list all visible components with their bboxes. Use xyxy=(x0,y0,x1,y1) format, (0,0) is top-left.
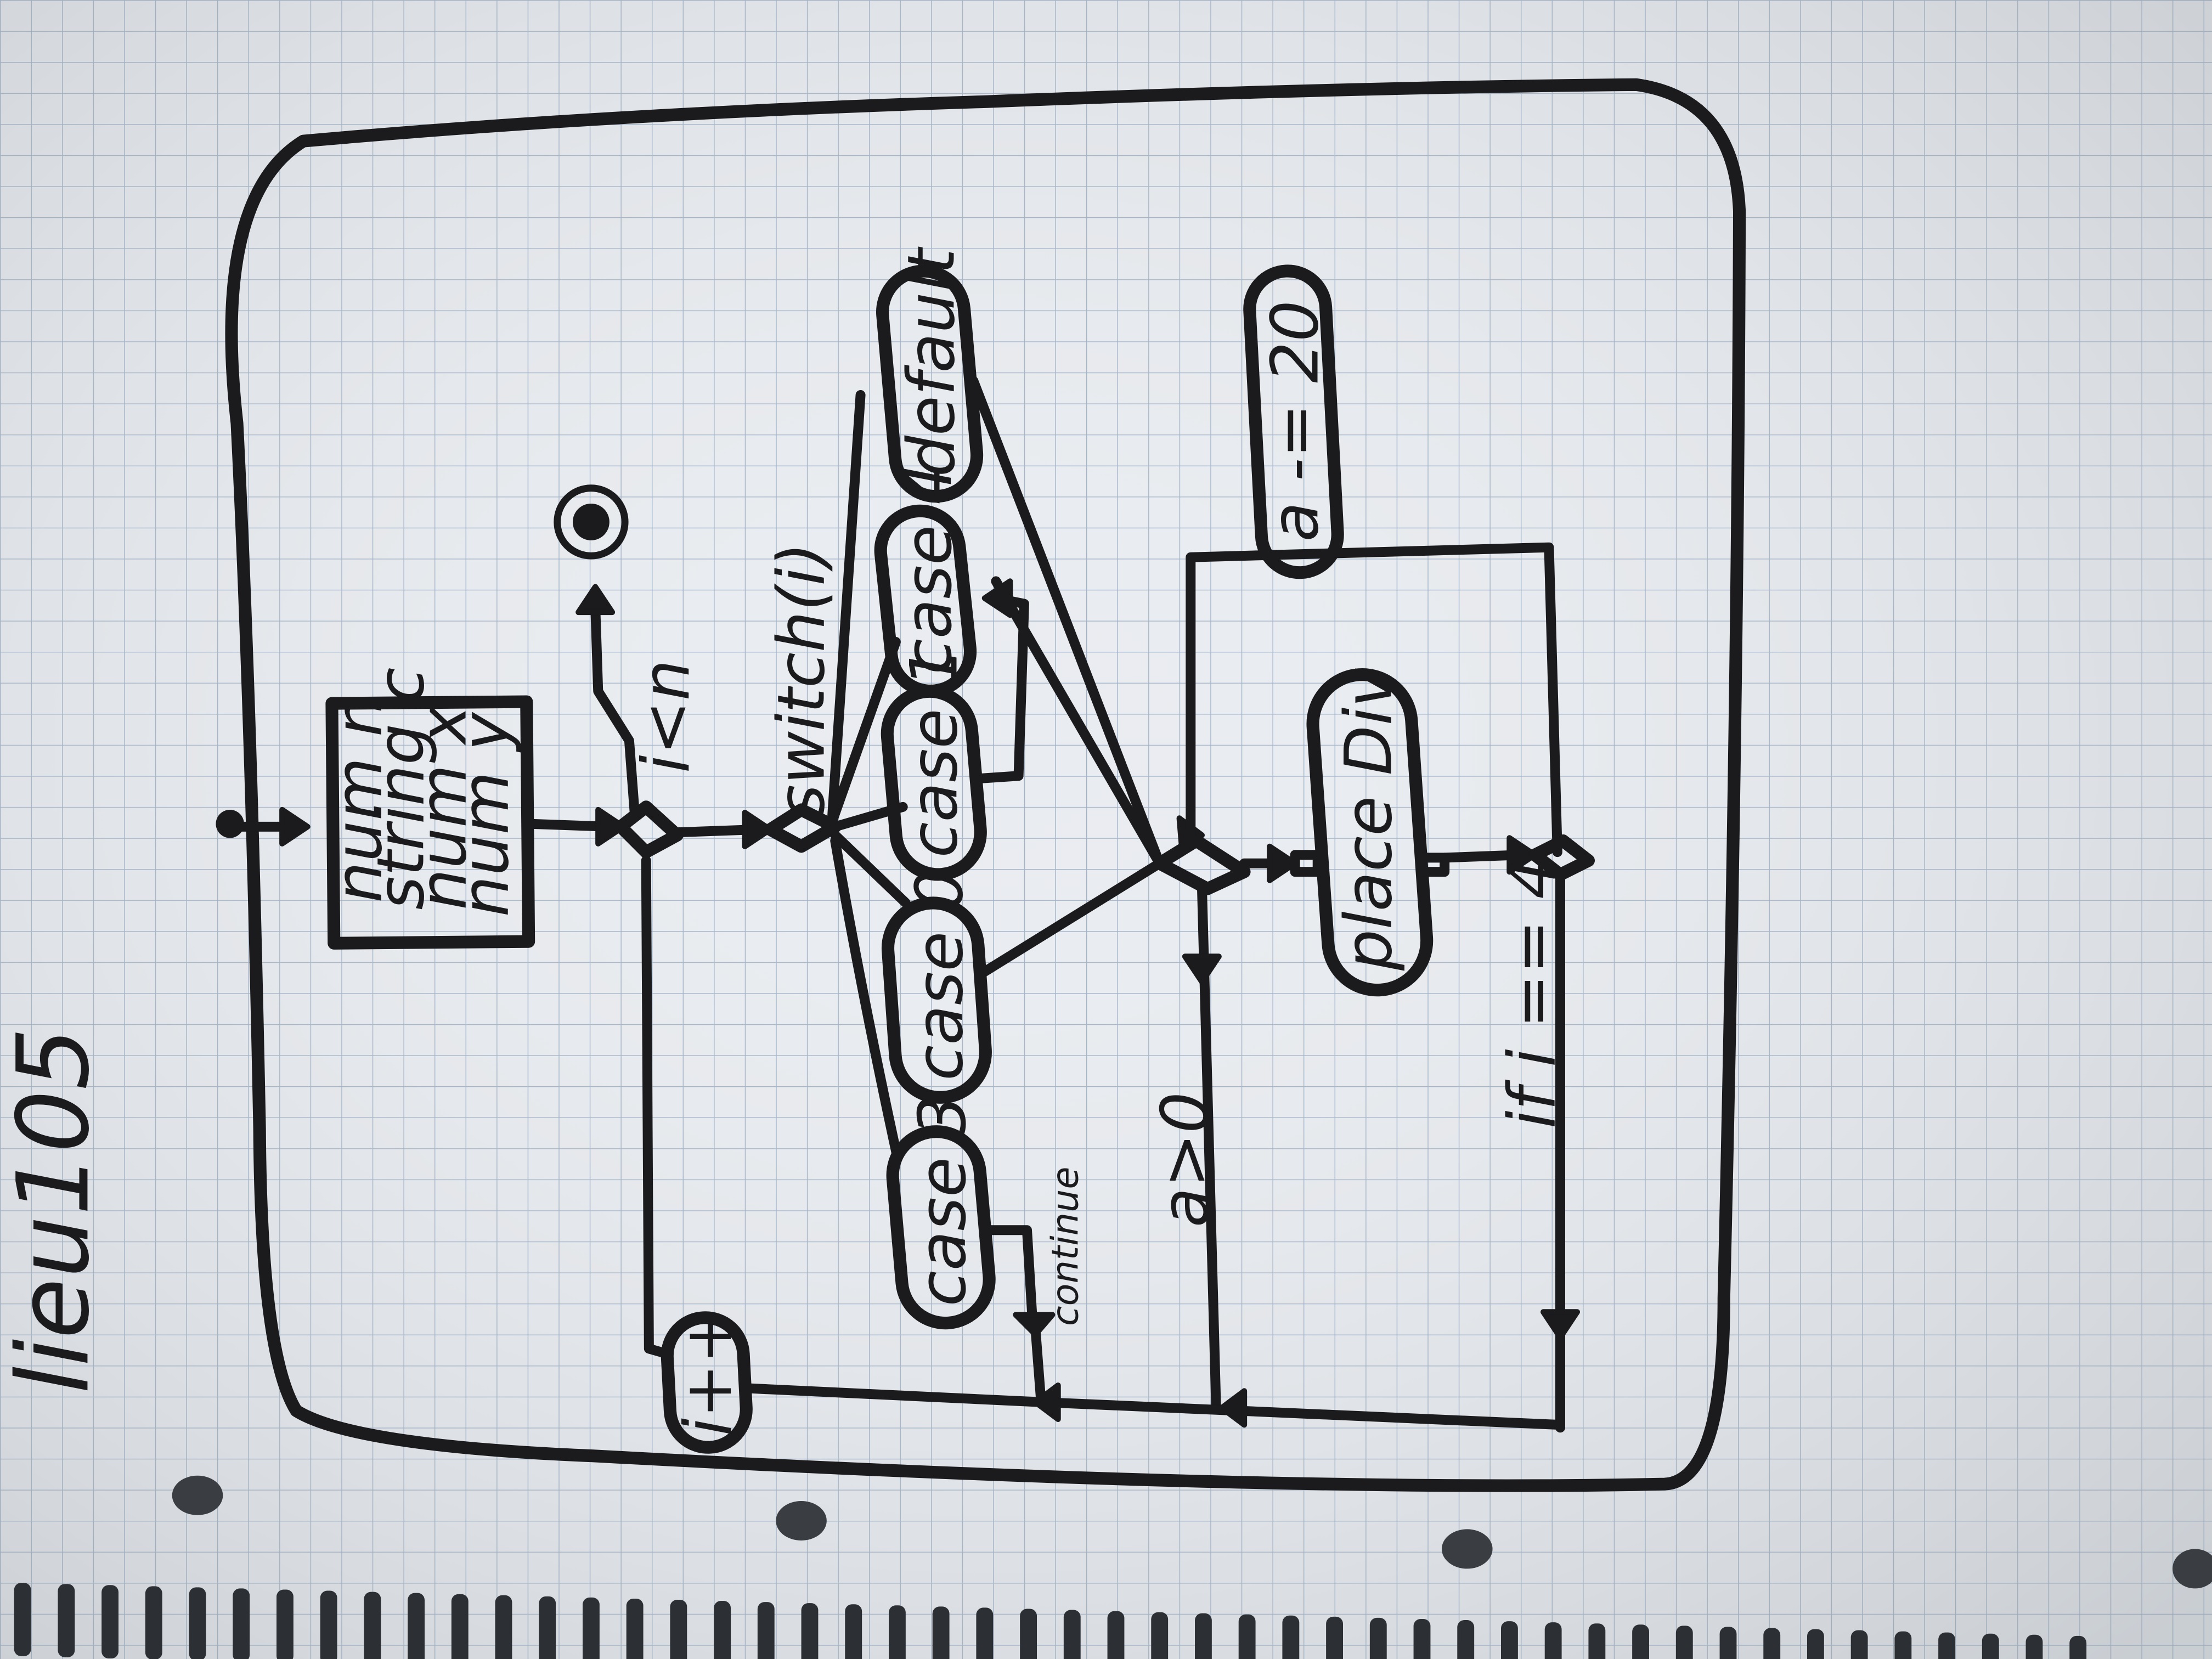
spiral-ring xyxy=(1763,1628,1781,1659)
continue-label: continue xyxy=(1044,1166,1087,1326)
spiral-ring xyxy=(364,1592,381,1659)
i-decision xyxy=(1528,834,1595,881)
spiral-ring xyxy=(714,1601,731,1659)
spiral-ring xyxy=(1850,1630,1868,1659)
spiral-ring xyxy=(583,1597,600,1659)
spiral-ring xyxy=(276,1589,294,1659)
spiral-ring xyxy=(58,1584,75,1657)
spiral-ring xyxy=(932,1606,950,1659)
increment-label: i++ xyxy=(670,1310,746,1436)
spiral-ring xyxy=(1457,1620,1475,1659)
node-increment xyxy=(661,1311,753,1454)
spiral-ring xyxy=(1982,1633,1999,1659)
i-guard-label: if i == 4 xyxy=(1494,858,1570,1129)
spiral-ring xyxy=(1107,1611,1125,1659)
spiral-ring xyxy=(189,1587,206,1659)
spiral-ring xyxy=(1195,1613,1212,1659)
spiral-ring xyxy=(1369,1617,1387,1659)
declaration-line-3: num x xyxy=(405,705,481,910)
final-node xyxy=(554,484,629,560)
spiral-ring xyxy=(1063,1610,1081,1659)
spiral-ring xyxy=(539,1596,556,1659)
spiral-ring xyxy=(2025,1634,2043,1659)
spiral-ring xyxy=(1151,1612,1169,1659)
spiral-ring xyxy=(495,1595,512,1659)
a-guard-label: a>0 xyxy=(1147,1092,1223,1227)
case3-label: case 3 xyxy=(905,1095,980,1306)
spiral-ring xyxy=(320,1590,337,1659)
spiral-ring xyxy=(145,1586,162,1659)
node-case0 xyxy=(881,896,992,1104)
spiral-ring xyxy=(976,1607,994,1659)
spiral-ring xyxy=(2069,1635,2087,1659)
place-div-label: place Div xyxy=(1330,668,1406,971)
declaration-line-2: string c xyxy=(363,667,438,910)
spiral-ring xyxy=(889,1605,906,1659)
spiral-ring xyxy=(1282,1615,1300,1659)
spiral-ring xyxy=(1675,1626,1693,1659)
node-place-div xyxy=(1306,668,1434,997)
default-label: default xyxy=(893,246,969,477)
node-decrement xyxy=(1243,264,1344,579)
spiral-ring xyxy=(1501,1621,1518,1659)
declaration-line-1: num n xyxy=(320,696,396,903)
author-label: lieu105 xyxy=(0,1027,111,1393)
initial-node xyxy=(216,810,244,838)
node-case3 xyxy=(886,1125,996,1330)
declaration-line-4: num y xyxy=(448,712,523,917)
spiral-ring xyxy=(670,1600,687,1659)
spiral-ring xyxy=(14,1583,31,1656)
spiral-ring xyxy=(1020,1609,1037,1659)
loop-condition-label: i<n xyxy=(628,659,704,773)
spiral-ring xyxy=(233,1588,250,1659)
spiral-ring xyxy=(1632,1624,1649,1659)
spiral-ring xyxy=(1238,1614,1256,1659)
spiral-ring xyxy=(408,1593,425,1659)
case1-label: case 1 xyxy=(896,647,972,858)
spiral-ring xyxy=(1938,1632,1955,1659)
case4-label: case 4 xyxy=(890,463,966,674)
switch-label: switch(i) xyxy=(764,543,839,819)
spiral-ring xyxy=(757,1602,775,1659)
spiral-ring xyxy=(626,1598,644,1659)
outer-frame xyxy=(225,78,1746,1492)
spiral-ring xyxy=(845,1604,862,1659)
punch-holes xyxy=(172,1475,2212,1589)
spiral-ring xyxy=(1588,1623,1606,1659)
decrement-label: a -= 20 xyxy=(1257,301,1333,542)
spiral-ring xyxy=(101,1585,119,1658)
spiral-ring xyxy=(1413,1618,1431,1659)
spiral-ring xyxy=(1807,1629,1824,1659)
spiral-ring xyxy=(1326,1616,1343,1659)
spiral-ring xyxy=(1544,1622,1562,1659)
spiral-ring xyxy=(451,1594,469,1659)
spiral-ring xyxy=(1894,1631,1912,1659)
spiral-ring xyxy=(1719,1627,1737,1659)
case0-label: case 0 xyxy=(902,870,978,1081)
spiral-binding xyxy=(14,1583,2087,1659)
spiral-ring xyxy=(801,1603,819,1659)
